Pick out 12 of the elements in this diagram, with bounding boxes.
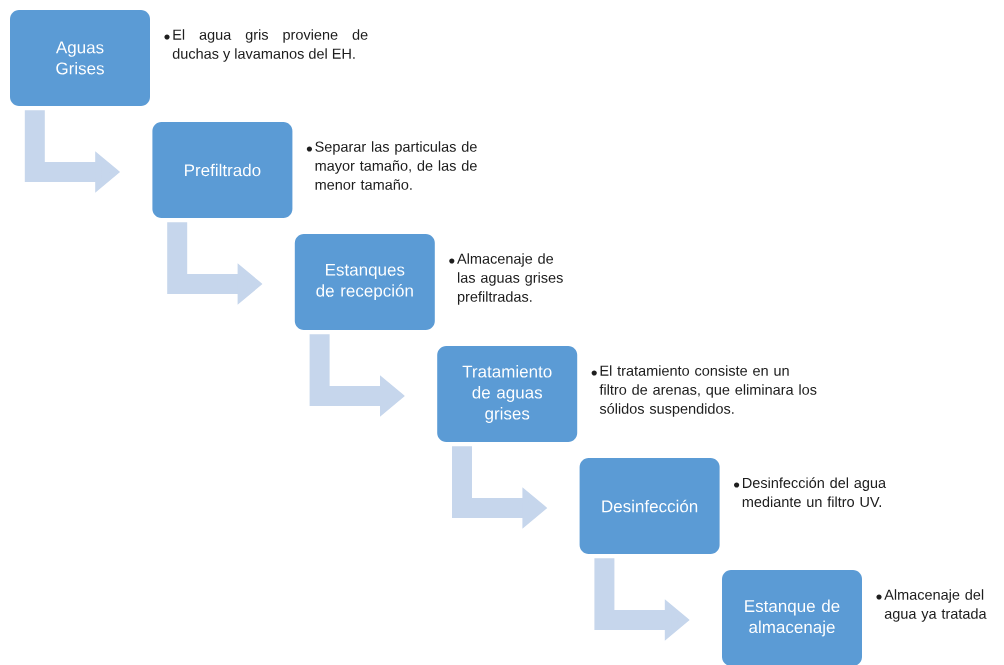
description-text: Desinfección del agua mediante un filtro UV. <box>742 477 887 507</box>
description-text: Separar las particulas de mayor tamaño, de las de menor tamaño. <box>315 141 477 190</box>
process-box: Desinfección <box>579 458 720 554</box>
process-box: Aguas Grises <box>10 10 150 106</box>
process-box: Estanque de almacenaje <box>722 570 862 665</box>
description-text: El tratamiento consiste en un filtro de arenas, que eliminara los sólidos suspendidos. <box>599 365 817 417</box>
process-box: Tratamiento de aguas grises <box>437 346 578 442</box>
description-text: Almacenaje del agua ya tratada <box>884 589 987 622</box>
description-text: El agua gris proviene de duchas y lavamanos del EH. <box>172 29 368 62</box>
process-box: Prefiltrado <box>152 122 293 218</box>
description-text: Almacenaje de las aguas grises prefiltradas. <box>457 253 563 305</box>
process-box: Estanques de recepción <box>294 234 435 330</box>
